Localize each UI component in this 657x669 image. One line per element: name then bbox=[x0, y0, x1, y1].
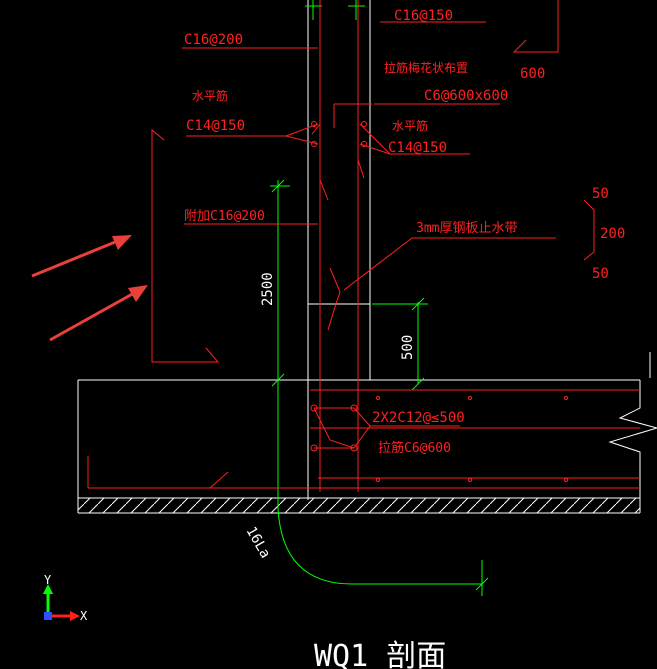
label-c16-150: C16@150 bbox=[394, 8, 453, 24]
drawing-title: WQ1 剖面 bbox=[314, 639, 446, 669]
rebar-dots bbox=[310, 121, 568, 482]
label-dim-2500: 2500 bbox=[260, 272, 276, 306]
cushion-hatch bbox=[78, 498, 640, 513]
annotation-arrows bbox=[31, 235, 148, 342]
label-bottom-bars: 2X2C12@≤500 bbox=[372, 410, 465, 426]
label-c14-150-right: C14@150 bbox=[388, 140, 447, 156]
break-line bbox=[608, 352, 657, 513]
dimension-lines bbox=[270, 0, 489, 596]
wall-outline bbox=[307, 0, 371, 500]
label-horizontal-bar-left: 水平筋 bbox=[192, 88, 228, 103]
rebar-lines bbox=[87, 0, 640, 492]
label-tie-layout: 拉筋梅花状布置 bbox=[384, 60, 468, 75]
label-c14-150-left: C14@150 bbox=[186, 118, 245, 134]
label-dim-600: 600 bbox=[520, 66, 545, 82]
label-c6-600x600: C6@600x600 bbox=[424, 88, 508, 104]
label-16la: 16La bbox=[243, 524, 274, 561]
rebar-labels: C16@200 C16@150 拉筋梅花状布置 C6@600x600 600 水… bbox=[184, 8, 625, 456]
slab-outline bbox=[77, 379, 640, 514]
ucs-x-label: X bbox=[80, 609, 88, 623]
label-tie-c6-600: 拉筋C6@600 bbox=[378, 440, 451, 456]
leader-lines bbox=[182, 21, 556, 449]
label-dim-50-bottom: 50 bbox=[592, 266, 609, 282]
label-horizontal-bar-right: 水平筋 bbox=[392, 118, 428, 133]
ucs-icon[interactable]: Y X bbox=[43, 573, 88, 623]
label-waterstop: 3mm厚钢板止水带 bbox=[416, 221, 517, 236]
label-dim-500: 500 bbox=[400, 335, 416, 360]
label-c16-200: C16@200 bbox=[184, 32, 243, 48]
label-added-c16-200: 附加C16@200 bbox=[184, 209, 265, 224]
label-dim-200: 200 bbox=[600, 226, 625, 242]
label-dim-50-top: 50 bbox=[592, 186, 609, 202]
ucs-y-label: Y bbox=[44, 573, 52, 587]
